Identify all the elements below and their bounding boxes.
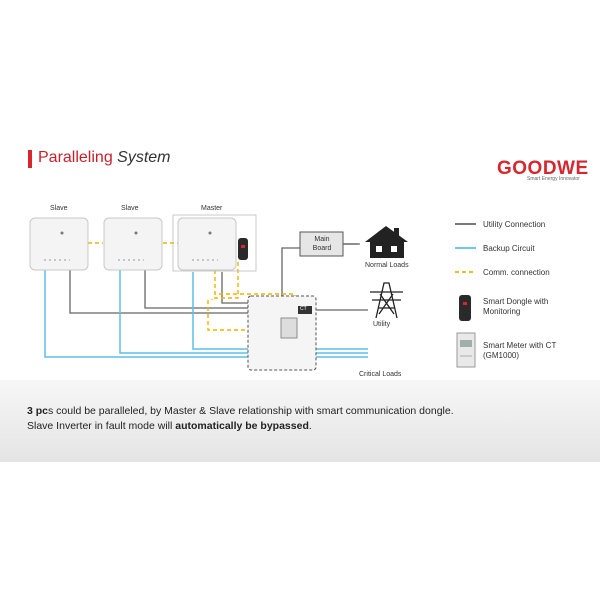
goodwe-logo: GOODWE <box>497 158 589 179</box>
title-italic: System <box>117 149 171 166</box>
caption-line-2: Slave Inverter in fault mode will automa… <box>27 420 312 432</box>
critical-loads-label: Critical Loads <box>359 371 402 378</box>
utility-label: Utility <box>373 321 391 328</box>
smart-meter-icon <box>456 332 476 368</box>
house-icon <box>365 226 408 258</box>
master-dongle <box>238 238 248 260</box>
caption-band <box>0 380 600 462</box>
utility-pylon-icon <box>370 282 403 319</box>
smart-meter-device <box>280 317 298 339</box>
legend-backup-text: Backup Circuit <box>483 244 535 253</box>
slave2-inverter <box>103 217 163 271</box>
caption-line-1: 3 pcs could be paralleled, by Master & S… <box>27 405 454 417</box>
title-accent-bar <box>28 150 32 168</box>
master-group-frame <box>172 214 257 272</box>
slide-caption: 3 pcs could be paralleled, by Master & S… <box>27 404 454 434</box>
slide-title: Paralleling System <box>38 149 171 167</box>
slave1-label: Slave <box>50 205 68 212</box>
utility-wires <box>69 243 368 314</box>
master-inverter <box>177 217 248 271</box>
legend-utility-text: Utility Connection <box>483 220 546 229</box>
logo-tagline: Smart Energy Innovator <box>527 176 580 182</box>
master-label: Master <box>201 205 223 212</box>
slave1-inverter <box>29 217 89 271</box>
normal-loads-label: Normal Loads <box>365 262 409 269</box>
legend-meter-text: Smart Meter with CT(GM1000) <box>483 341 557 360</box>
legend-comm-text: Comm. connection <box>483 268 550 277</box>
ct-clamp <box>298 306 312 314</box>
smart-dongle-icon <box>459 295 471 321</box>
slave2-label: Slave <box>121 205 139 212</box>
ct-label: CT <box>300 306 307 312</box>
title-main: Paralleling <box>38 149 118 166</box>
